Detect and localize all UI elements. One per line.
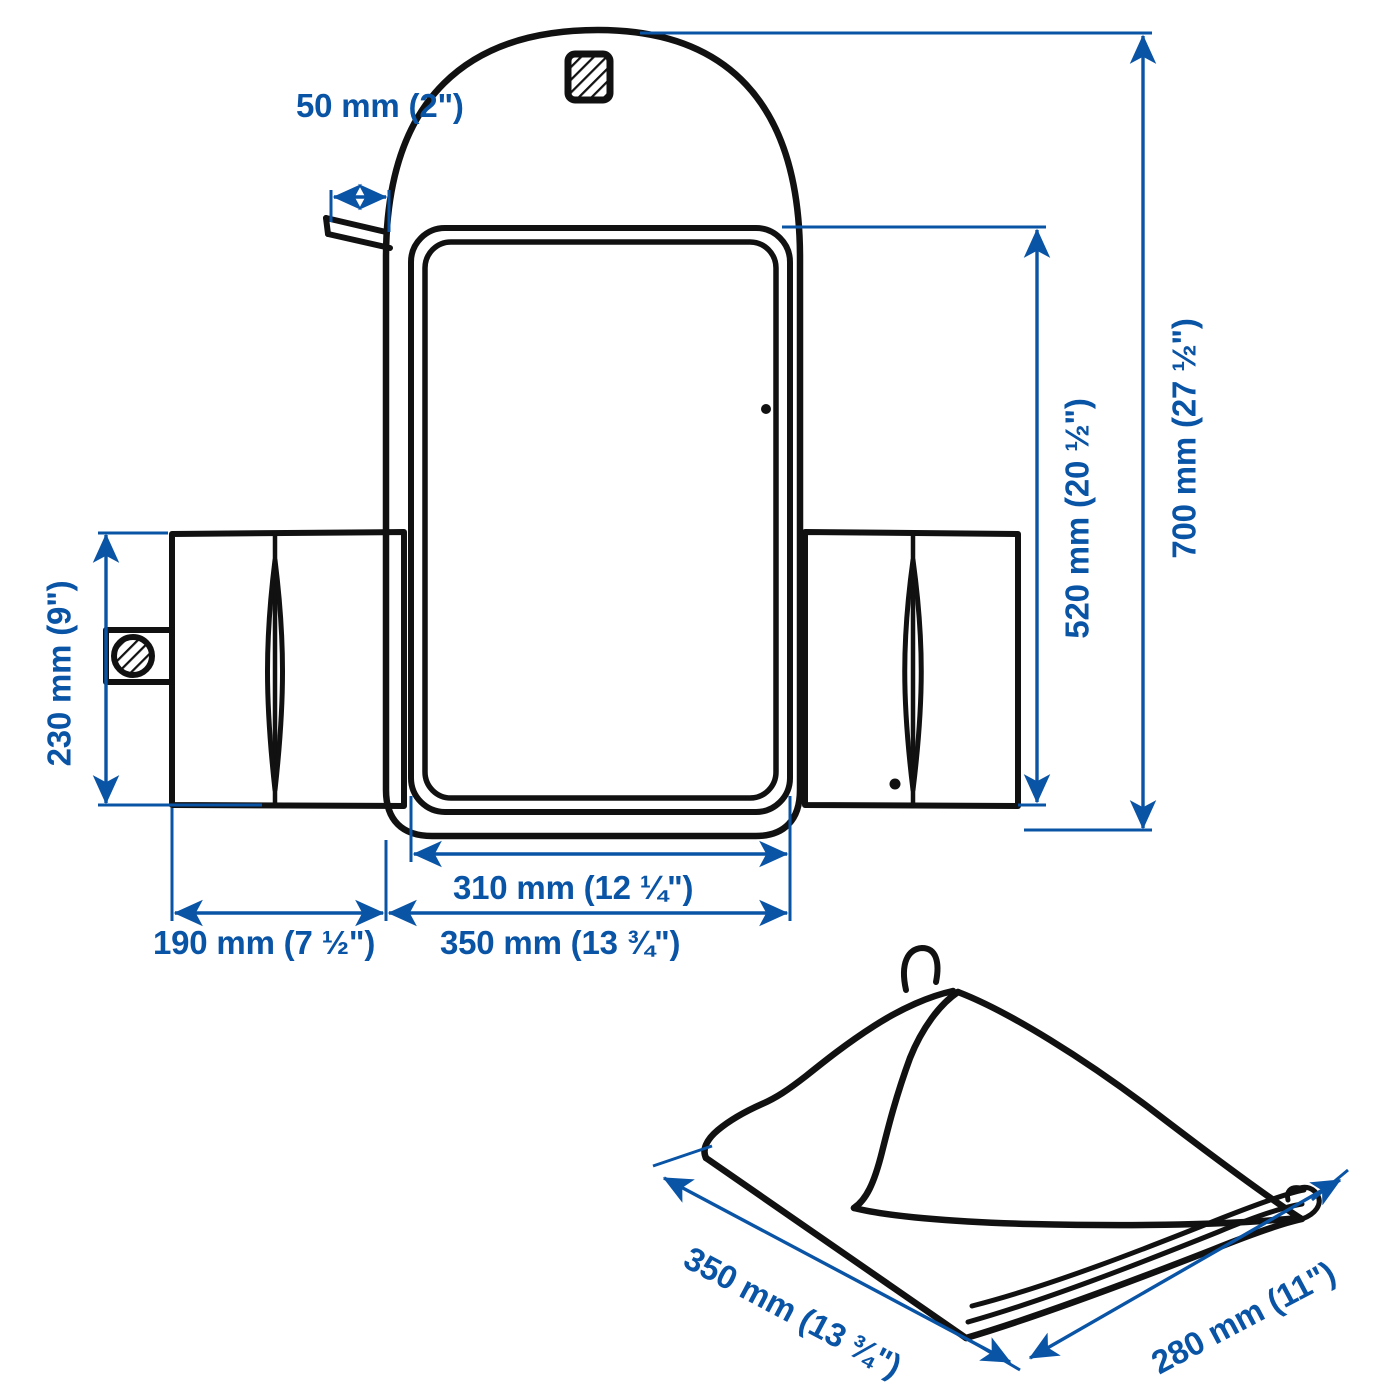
dim-label-inner-panel-width: 310 mm (12 ¼") [453, 869, 694, 906]
folded-flap-edge-curve [850, 1204, 1304, 1229]
top-left-strap-end [323, 215, 331, 237]
hatched-square-patch-fill [568, 54, 610, 100]
hatched-square-patch-outline [564, 50, 614, 104]
dim-folded-280-line [1028, 1178, 1342, 1360]
dim-folded-280-ext-a [1311, 1168, 1349, 1202]
top-left-strap-lower [325, 231, 393, 251]
folded-top-flap [954, 988, 1304, 1222]
dimension-lines [92, 31, 1349, 1372]
right-wing-snap-dot [889, 778, 901, 790]
dim-label-strap-width: 50 mm (2") [296, 87, 464, 124]
dim-folded-350-line [662, 1176, 1012, 1364]
right-wing-gusset [902, 557, 924, 793]
folded-body-left-edge [702, 1154, 970, 1342]
dim-folded-350-ext-a [652, 1144, 713, 1168]
dim-label-wing-height: 230 mm (9") [40, 580, 78, 767]
folded-layer-line-2 [969, 1187, 1307, 1309]
folded-view-linework [701, 945, 1322, 1342]
folded-body-top-face [701, 987, 957, 1162]
flat-view-linework [103, 26, 1021, 840]
dim-label-inner-panel-height: 520 mm (20 ½") [1058, 398, 1096, 639]
dim-label-body-width: 350 mm (13 ¾") [440, 924, 681, 961]
inner-window-inner [422, 239, 779, 801]
dim-folded-350-ext-b [975, 1342, 1021, 1372]
dim-label-wing-width: 190 mm (7 ½") [153, 924, 376, 961]
folded-flap-underside [850, 988, 962, 1212]
hatched-circle-buckle-fill [114, 637, 152, 675]
top-left-strap [323, 215, 389, 235]
dim-label-total-height: 700 mm (27 ½") [1165, 318, 1203, 559]
inner-window-outer [408, 225, 793, 815]
left-wing-gusset [265, 557, 285, 793]
folded-hanging-loop [901, 945, 941, 993]
inner-window-snap-dot [761, 404, 771, 414]
main-body-outline [382, 26, 804, 840]
left-wing-panel [169, 529, 407, 809]
